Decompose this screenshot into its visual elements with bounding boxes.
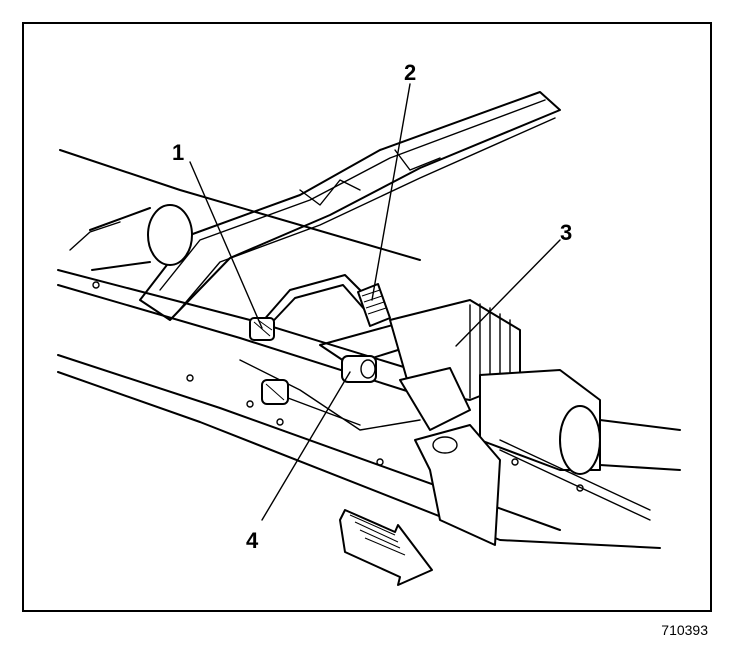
callout-1: 1 — [172, 140, 185, 165]
sensor-connector-4 — [341, 355, 377, 383]
callout-3: 3 — [560, 220, 573, 245]
sensor-connector-lower — [261, 379, 289, 405]
upper-crossmember — [139, 91, 561, 321]
figure-number: 710393 — [661, 622, 708, 638]
sensor-connector-1 — [249, 317, 275, 341]
oxygen-sensor-upper — [357, 283, 391, 327]
front-arrow-icon — [339, 509, 433, 586]
exhaust-pipe — [479, 369, 681, 521]
frame-rail — [57, 149, 661, 549]
left-muffler — [69, 204, 193, 271]
callout-2: 2 — [404, 60, 417, 85]
callout-leaders — [189, 83, 561, 521]
callout-4: 4 — [246, 528, 259, 553]
hanger-bracket — [414, 424, 501, 546]
